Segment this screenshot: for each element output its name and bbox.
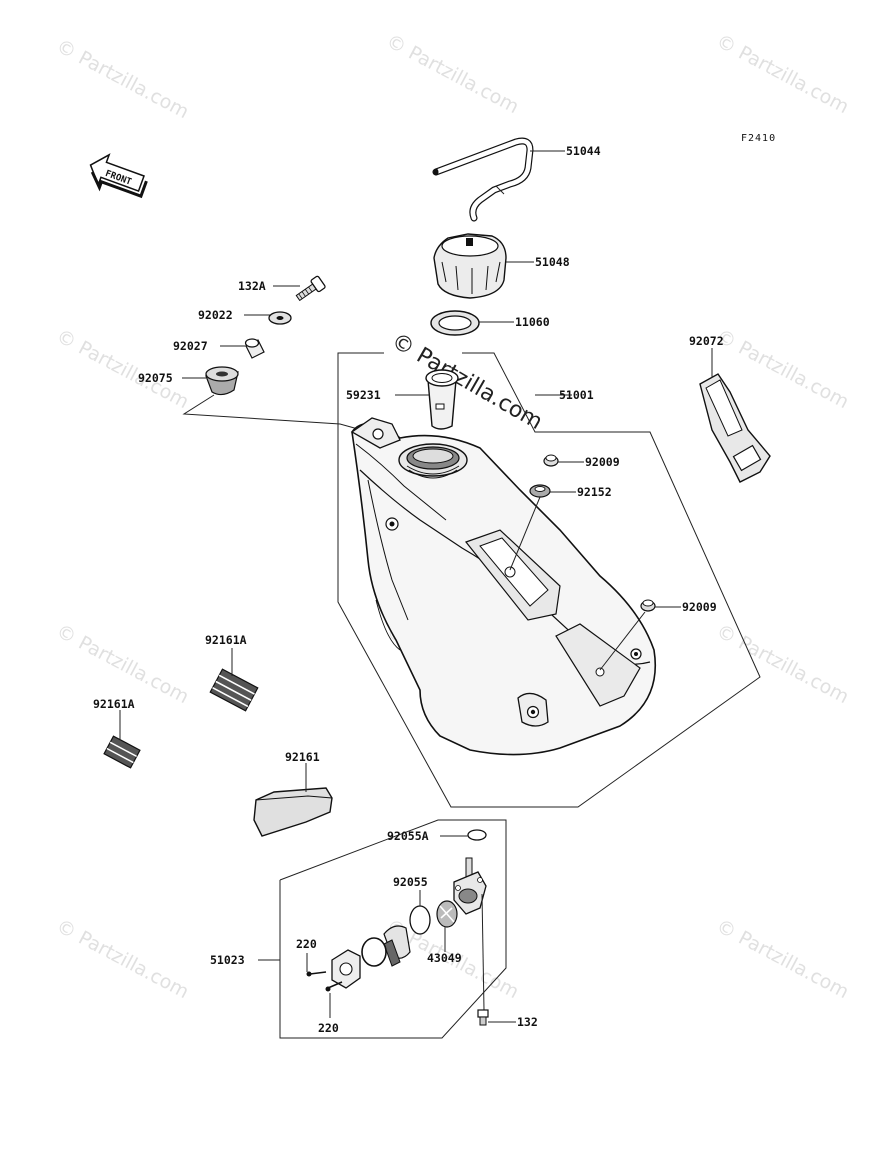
- plug-92009-side: [640, 599, 656, 612]
- watermark-center: © Partzilla.com: [387, 329, 547, 436]
- bolt-132A: [295, 275, 326, 302]
- part-label-92009-side: 92009: [682, 600, 717, 614]
- part-label-92055: 92055: [393, 875, 428, 889]
- part-label-51001: 51001: [559, 388, 594, 402]
- part-label-92152: 92152: [577, 485, 612, 499]
- fuel-tank: [350, 417, 656, 756]
- oring-92055A: [467, 829, 487, 841]
- filler-neck: [425, 369, 459, 430]
- watermark: © Partzilla.com: [713, 620, 853, 708]
- screw-220-bottom: [325, 981, 343, 992]
- watermark: © Partzilla.com: [383, 30, 523, 118]
- part-label-51023: 51023: [210, 953, 245, 967]
- cap-gasket: [430, 310, 480, 336]
- part-label-92022: 92022: [198, 308, 233, 322]
- part-label-59231: 59231: [346, 388, 381, 402]
- fuel-cock-frame: [279, 819, 507, 1039]
- fuel-cock-cover: [331, 949, 361, 989]
- tank-assembly-frame: [337, 352, 761, 808]
- part-label-220-top: 220: [296, 937, 317, 951]
- plug-92009-top: [543, 454, 559, 467]
- part-label-92161A-bottom: 92161A: [93, 697, 135, 711]
- part-label-43049: 43049: [427, 951, 462, 965]
- front-arrow-icon: FRONT: [89, 153, 148, 199]
- pad-92161A-bottom: [103, 735, 141, 769]
- part-label-51048: 51048: [535, 255, 570, 269]
- part-label-132A: 132A: [238, 279, 266, 293]
- breather-hose: [432, 137, 534, 222]
- pad-92161: [253, 787, 333, 837]
- part-label-51044: 51044: [566, 144, 601, 158]
- part-label-132: 132: [517, 1015, 538, 1029]
- part-label-92027: 92027: [173, 339, 208, 353]
- watermark: © Partzilla.com: [713, 915, 853, 1003]
- part-label-220-bottom: 220: [318, 1021, 339, 1035]
- watermark: © Partzilla.com: [53, 35, 193, 123]
- bolt-132: [477, 893, 489, 1026]
- screw-220-top: [306, 971, 327, 977]
- strap-92072: [699, 373, 771, 483]
- washer-92022: [268, 311, 292, 325]
- watermark: © Partzilla.com: [53, 620, 193, 708]
- grommet-92152: [529, 484, 551, 498]
- collar-92027: [244, 338, 265, 359]
- part-label-92161A-top: 92161A: [205, 633, 247, 647]
- figure-code: F2410: [741, 133, 776, 144]
- part-label-11060: 11060: [515, 315, 550, 329]
- part-label-92161: 92161: [285, 750, 320, 764]
- watermark: © Partzilla.com: [53, 325, 193, 413]
- watermark: © Partzilla.com: [713, 30, 853, 118]
- fuel-cock-lever: [361, 925, 411, 967]
- part-label-92075: 92075: [138, 371, 173, 385]
- watermark: © Partzilla.com: [53, 915, 193, 1003]
- fuel-cock-body: [453, 857, 487, 915]
- part-label-92055A: 92055A: [387, 829, 429, 843]
- part-label-92009-top: 92009: [585, 455, 620, 469]
- damper-92075: [205, 366, 239, 396]
- gasket-43049: [436, 900, 458, 928]
- pad-92161A-top: [209, 668, 259, 712]
- oring-92055: [409, 905, 431, 935]
- part-label-92072: 92072: [689, 334, 724, 348]
- fuel-cap: [433, 233, 507, 299]
